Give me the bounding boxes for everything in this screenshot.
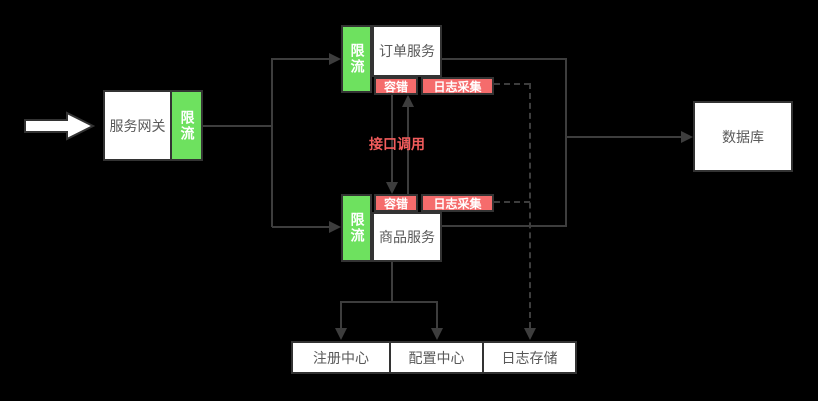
gateway-rate-limit-badge: 限流 (170, 90, 203, 161)
order-service-log-badge: 日志采集 (421, 77, 494, 95)
order-service-rate-limit-badge: 限流 (341, 25, 372, 93)
connector-to-database (566, 136, 681, 138)
product-service-log-badge: 日志采集 (421, 194, 494, 212)
order-service-log-label: 日志采集 (433, 79, 482, 94)
config-center-label: 配置中心 (408, 350, 465, 367)
product-service-fault-badge: 容错 (374, 194, 418, 212)
order-service-label: 订单服务 (379, 44, 435, 60)
dashed-product-log-out (494, 201, 530, 203)
arrowhead-call-down (386, 182, 398, 194)
connector-db-trunk (565, 58, 567, 227)
entry-arrow-icon (24, 111, 96, 141)
database-label: 数据库 (722, 129, 764, 146)
gateway-label: 服务网关 (109, 118, 166, 135)
order-service-fault-badge: 容错 (374, 77, 418, 95)
interface-call-label: 接口调用 (369, 137, 425, 153)
log-storage-node: 日志存储 (482, 341, 577, 374)
product-service-node: 商品服务 (372, 212, 442, 262)
arrowhead-to-log-storage (524, 328, 536, 340)
database-node: 数据库 (693, 101, 793, 172)
connector-gateway-out (203, 125, 272, 127)
dashed-log-trunk (529, 83, 531, 328)
product-service-label: 商品服务 (379, 230, 435, 246)
connector-call-up (407, 107, 409, 194)
order-service-fault-label: 容错 (383, 79, 408, 94)
arrowhead-call-up (402, 95, 414, 107)
dashed-order-log-out (494, 83, 530, 85)
registry-center-node: 注册中心 (291, 341, 391, 374)
connector-to-product-service (272, 226, 329, 228)
arrowhead-to-order-service (329, 53, 341, 65)
arrowhead-to-registry (335, 328, 347, 340)
product-service-log-label: 日志采集 (433, 196, 482, 211)
config-center-node: 配置中心 (389, 341, 484, 374)
arrowhead-to-product-service (329, 221, 341, 233)
product-service-rate-limit-label: 限流 (348, 212, 365, 244)
connector-product-down (391, 262, 393, 303)
connector-to-order-service (272, 58, 329, 60)
connector-call-down (391, 95, 393, 182)
registry-center-label: 注册中心 (313, 350, 369, 367)
gateway-node: 服务网关 (103, 90, 172, 161)
connector-order-to-trunk (442, 58, 567, 60)
order-service-node: 订单服务 (372, 25, 442, 77)
connector-to-registry (340, 301, 342, 328)
connector-fanout-trunk (271, 58, 273, 227)
arrowhead-to-config (431, 328, 443, 340)
connector-product-to-trunk (442, 225, 567, 227)
order-service-rate-limit-label: 限流 (348, 43, 365, 75)
product-service-fault-label: 容错 (383, 196, 408, 211)
connector-bottom-split (340, 301, 438, 303)
arrowhead-to-database (681, 131, 693, 143)
connector-to-config (436, 301, 438, 328)
log-storage-label: 日志存储 (501, 350, 558, 367)
gateway-rate-limit-label: 限流 (178, 109, 195, 142)
product-service-rate-limit-badge: 限流 (341, 194, 372, 262)
